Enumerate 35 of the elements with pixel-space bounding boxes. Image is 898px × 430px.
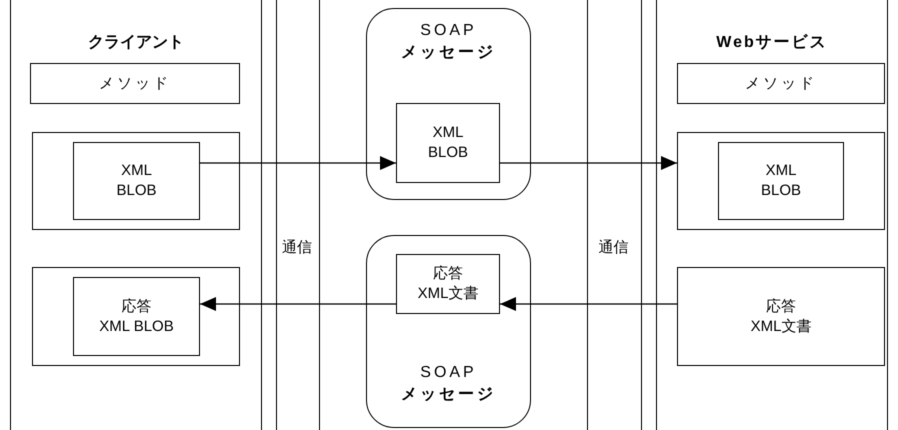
lane-title: Webサービス — [715, 33, 829, 53]
message-container — [366, 235, 531, 428]
message-title: メッセージ — [400, 43, 497, 63]
empty-box — [32, 267, 240, 366]
message-container — [366, 8, 531, 200]
process-box — [73, 142, 200, 220]
process-box — [30, 63, 240, 104]
lane-title: クライアント — [87, 33, 185, 53]
arrow — [500, 297, 677, 311]
lane-panel — [656, 0, 888, 430]
empty-box — [677, 132, 885, 230]
message-title: メッセージ — [400, 385, 497, 405]
box-label: XML BLOB — [426, 123, 470, 163]
box-label: メソッド — [744, 74, 818, 94]
process-box — [677, 267, 885, 366]
process-box — [73, 277, 200, 356]
process-box — [396, 254, 500, 314]
process-box — [677, 63, 885, 104]
box-label: メソッド — [98, 74, 172, 94]
message-title: SOAP — [419, 363, 478, 383]
box-label: XML BLOB — [115, 161, 158, 201]
box-label: 応答 XML文書 — [416, 264, 480, 304]
arrow — [500, 156, 677, 170]
arrow — [200, 156, 396, 170]
message-title: SOAP — [419, 21, 478, 41]
channel-label: 通信 — [276, 232, 320, 264]
lane-panel — [10, 0, 262, 430]
box-label: 応答 XML BLOB — [98, 296, 175, 336]
process-box — [396, 103, 500, 183]
process-box — [718, 142, 844, 220]
arrow — [200, 297, 396, 311]
box-label: 応答 XML文書 — [750, 296, 812, 336]
empty-box — [32, 132, 240, 230]
box-label: XML BLOB — [760, 161, 802, 201]
channel-label: 通信 — [587, 232, 642, 264]
